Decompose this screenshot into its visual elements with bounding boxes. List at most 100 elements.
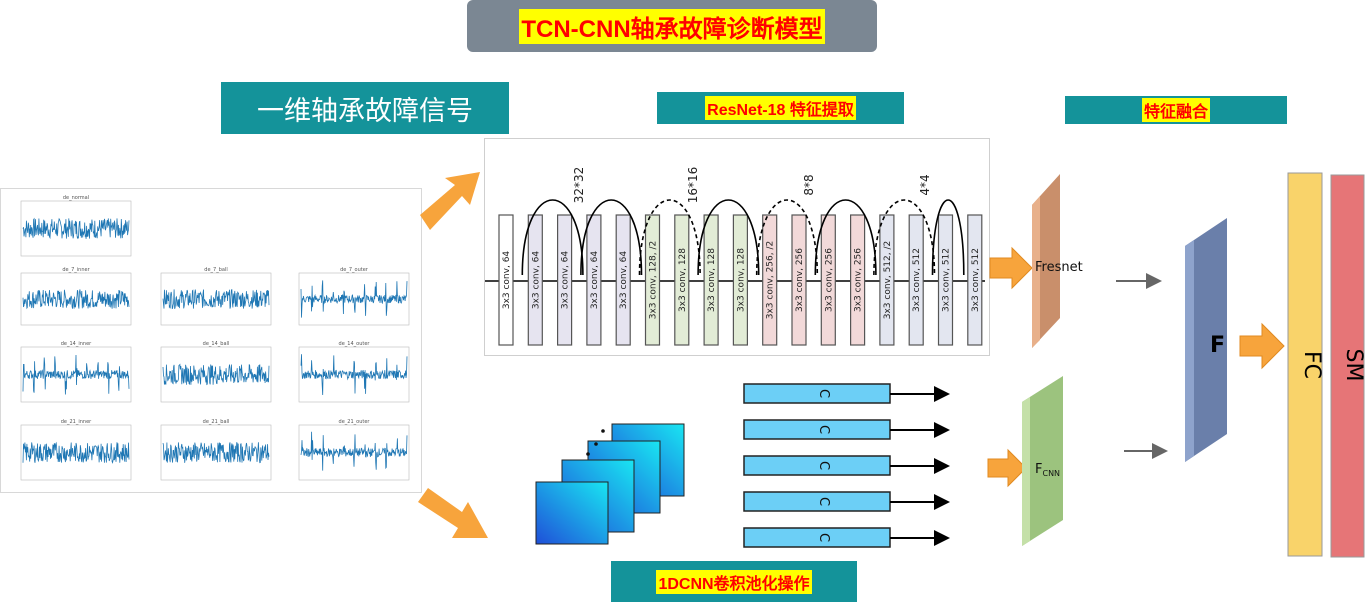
resnet-layer: 3x3 conv, 512 (908, 214, 924, 346)
resnet-layer: 3x3 conv, 128 (674, 214, 690, 346)
signal-plot-title: de_21_outer (339, 419, 371, 425)
sm-layer (1330, 174, 1365, 558)
fusion-section-label: 特征融合 (1141, 98, 1210, 122)
resnet-skip-arc (873, 199, 936, 276)
resnet-layer: 3x3 conv, 128 (732, 214, 748, 346)
resnet-layer: 3x3 conv, 256 (791, 214, 807, 346)
resnet-layer: 3x3 conv, 64 (498, 214, 514, 346)
conv-block: C (743, 455, 950, 476)
resnet-layer: 3x3 conv, 128, /2 (644, 214, 661, 346)
sm-label: SM (1341, 349, 1366, 382)
resnet-layer: 3x3 conv, 256 (820, 214, 836, 346)
resnet-skip-arc (814, 199, 877, 276)
signal-plot: de_7_inner (20, 267, 132, 326)
fusion-section-box: 特征融合 (1065, 96, 1287, 124)
title-box: TCN-CNN轴承故障诊断模型 (467, 0, 877, 52)
resnet-layer-label: 3x3 conv, 256 (824, 248, 834, 312)
conv-block-label: C (816, 425, 831, 434)
resnet-layer-label: 3x3 conv, 64 (561, 251, 571, 310)
signal-plot-title: de_21_inner (61, 419, 92, 425)
resnet-size-label: 32*32 (572, 167, 586, 204)
signal-plot: de_14_ball (160, 341, 272, 403)
resnet-skip-arc (931, 199, 965, 276)
resnet-size-label: 4*4 (918, 174, 932, 195)
fused-feature (1185, 218, 1227, 462)
resnet-layer-label: 3x3 conv, 64 (531, 251, 541, 310)
conv-block-label: C (816, 461, 831, 470)
signal-plot: de_21_inner (20, 419, 132, 481)
resnet-layer-label: 3x3 conv, 128 (707, 248, 717, 312)
resnet-layer: 3x3 conv, 256, /2 (762, 214, 778, 346)
conv-block: C (743, 383, 950, 404)
arrow-to-resnet (420, 172, 480, 230)
cnn-section-box: 1DCNN卷积池化操作 (611, 561, 857, 602)
signal-plot: de_7_outer (298, 267, 410, 326)
fused-to-fc-arrow (1239, 322, 1285, 370)
feature-map-stack (535, 423, 685, 545)
signal-plot: de_normal (20, 195, 132, 257)
resnet-skip-arc (755, 199, 819, 276)
arrow-to-cnn (418, 488, 488, 538)
resnet-skip-arc (521, 199, 584, 276)
conv-block: C (743, 527, 950, 548)
resnet-skip-arc (580, 199, 643, 276)
fcnn-feature (1022, 376, 1063, 546)
cnn-section-label: 1DCNN卷积池化操作 (656, 569, 812, 594)
fresnet-label: Fresnet (1035, 260, 1083, 275)
fused-label: F (1210, 333, 1225, 358)
resnet-size-label: 8*8 (802, 174, 816, 195)
fcnn-label: FCNN (1035, 462, 1060, 478)
signal-plot-title: de_14_ball (203, 341, 230, 347)
resnet-size-label: 16*16 (686, 167, 700, 204)
resnet-layer: 3x3 conv, 64 (556, 214, 573, 346)
resnet-section-box: ResNet-18 特征提取 (657, 92, 904, 124)
resnet-layer-label: 3x3 conv, 256 (854, 248, 864, 312)
signal-plot: de_14_outer (298, 341, 410, 403)
resnet-layer: 3x3 conv, 64 (527, 214, 543, 346)
resnet-section-label: ResNet-18 特征提取 (705, 96, 856, 120)
diagram-title: TCN-CNN轴承故障诊断模型 (519, 8, 825, 44)
resnet-layer: 3x3 conv, 128 (703, 214, 719, 346)
resnet-layer-label: 3x3 conv, 128, /2 (649, 241, 659, 320)
resnet-layer-label: 3x3 conv, 512 (971, 248, 981, 312)
signal-plot-title: de_7_ball (204, 267, 227, 273)
conv-block-label: C (816, 497, 831, 506)
resnet-layer-label: 3x3 conv, 256, /2 (766, 241, 776, 320)
resnet-layer-label: 3x3 conv, 64 (590, 251, 600, 310)
conv-block-label: C (816, 389, 831, 398)
fcnn-arrow (987, 448, 1027, 488)
resnet-layer-label: 3x3 conv, 256 (795, 248, 805, 312)
resnet-layer-label: 3x3 conv, 128 (678, 248, 688, 312)
resnet-layer: 3x3 conv, 512, /2 (879, 214, 895, 346)
resnet-layer-label: 3x3 conv, 512 (942, 248, 952, 312)
signals-plots: de_normal de_7_inner de_7_ball de_7_outerde… (20, 195, 410, 481)
resnet-layer: 3x3 conv, 64 (586, 214, 602, 346)
signal-plot-title: de_14_inner (61, 341, 92, 347)
fresnet-arrow (989, 246, 1033, 290)
signal-section-label: 一维轴承故障信号 (221, 82, 509, 134)
resnet-skip-arc (638, 199, 701, 276)
signal-plot: de_14_inner (20, 341, 132, 403)
conv-block: C (743, 491, 950, 512)
resnet-diagram: 3x3 conv, 64 3x3 conv, 64 3x3 conv, 64 3x3 … (485, 167, 985, 346)
signal-plot-title: de_normal (63, 195, 89, 201)
signal-plot: de_21_outer (298, 419, 410, 481)
fc-layer (1287, 172, 1323, 557)
fc-label: FC (1299, 351, 1324, 379)
resnet-layer-label: 3x3 conv, 64 (619, 251, 629, 310)
resnet-layer: 3x3 conv, 64 (615, 214, 631, 346)
conv-blocks: C C C C C (743, 383, 950, 548)
signal-plot-title: de_14_outer (339, 341, 371, 347)
resnet-layer-label: 3x3 conv, 512 (912, 248, 922, 312)
conv-block-label: C (816, 533, 831, 542)
fresnet-feature (1032, 174, 1060, 348)
resnet-skip-arc (697, 199, 760, 276)
resnet-layer-label: 3x3 conv, 64 (502, 251, 512, 310)
resnet-layer: 3x3 conv, 512 (967, 214, 983, 346)
signal-plot-title: de_7_outer (340, 267, 369, 273)
resnet-layer-label: 3x3 conv, 128 (736, 248, 746, 312)
signal-plot-title: de_7_inner (62, 267, 90, 273)
signal-plot: de_7_ball (160, 267, 272, 326)
